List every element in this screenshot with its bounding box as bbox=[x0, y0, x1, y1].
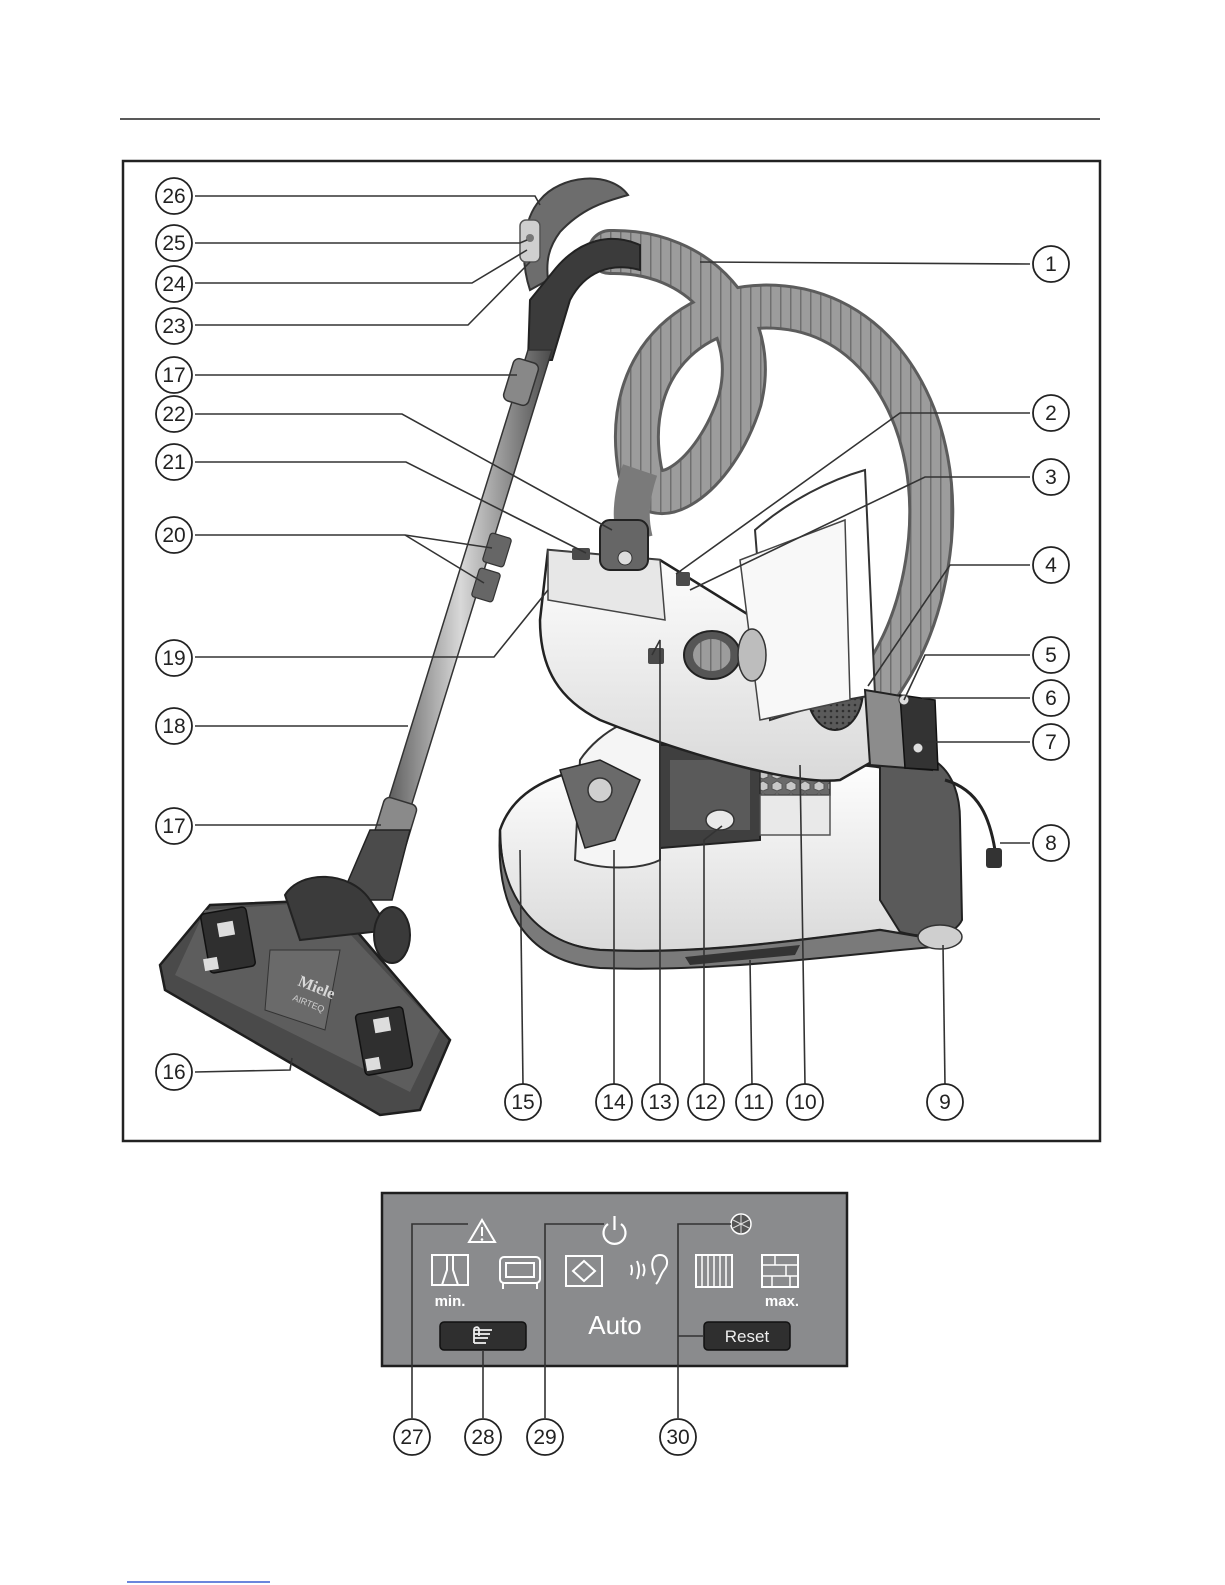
callout-number: 25 bbox=[162, 232, 185, 255]
callout-18: 18 bbox=[156, 708, 192, 744]
callout-number: 28 bbox=[471, 1426, 494, 1449]
callout-number: 30 bbox=[666, 1426, 689, 1449]
callout-number: 9 bbox=[939, 1091, 951, 1114]
floorhead-pedal-right bbox=[355, 1006, 413, 1075]
carpet-icon bbox=[696, 1255, 732, 1287]
callout-number: 15 bbox=[511, 1091, 534, 1114]
callout-number: 17 bbox=[162, 364, 185, 387]
callout-19: 19 bbox=[156, 640, 192, 676]
callout-3: 3 bbox=[1033, 459, 1069, 495]
callout-8: 8 bbox=[1033, 825, 1069, 861]
callout-number: 23 bbox=[162, 315, 185, 338]
callout-10: 10 bbox=[787, 1084, 823, 1120]
callout-27: 27 bbox=[394, 1419, 430, 1455]
callout-number: 26 bbox=[162, 185, 185, 208]
callout-16: 16 bbox=[156, 1054, 192, 1090]
callout-2: 2 bbox=[1033, 395, 1069, 431]
reset-button-label: Reset bbox=[725, 1327, 770, 1346]
callout-number: 18 bbox=[162, 715, 185, 738]
auto-label: Auto bbox=[588, 1310, 642, 1340]
callout-15: 15 bbox=[505, 1084, 541, 1120]
hand-button[interactable] bbox=[440, 1322, 526, 1350]
callout-22: 22 bbox=[156, 396, 192, 432]
callout-number: 10 bbox=[793, 1091, 816, 1114]
callout-21: 21 bbox=[156, 444, 192, 480]
callout-29: 29 bbox=[527, 1419, 563, 1455]
callout-number: 16 bbox=[162, 1061, 185, 1084]
castor-wheel bbox=[918, 925, 962, 949]
callout-number: 4 bbox=[1045, 554, 1057, 577]
min-label: min. bbox=[435, 1293, 466, 1310]
callout-number: 14 bbox=[602, 1091, 626, 1114]
callout-26: 26 bbox=[156, 178, 192, 214]
callout-number: 2 bbox=[1045, 402, 1057, 425]
callout-9: 9 bbox=[927, 1084, 963, 1120]
callout-11: 11 bbox=[736, 1084, 772, 1120]
callout-number: 5 bbox=[1045, 644, 1057, 667]
callout-30: 30 bbox=[660, 1419, 696, 1455]
callout-4: 4 bbox=[1033, 547, 1069, 583]
callout-number: 29 bbox=[533, 1426, 556, 1449]
callout-5: 5 bbox=[1033, 637, 1069, 673]
callout-number: 8 bbox=[1045, 832, 1057, 855]
callout-number: 22 bbox=[162, 403, 185, 426]
callout-number: 27 bbox=[400, 1426, 423, 1449]
callout-number: 3 bbox=[1045, 466, 1057, 489]
callout-number: 1 bbox=[1045, 253, 1057, 276]
callout-14: 14 bbox=[596, 1084, 632, 1120]
callout-20: 20 bbox=[156, 517, 192, 553]
callout-number: 17 bbox=[162, 815, 185, 838]
callout-number: 11 bbox=[743, 1091, 765, 1114]
callout-24: 24 bbox=[156, 266, 192, 302]
callout-number: 19 bbox=[162, 647, 185, 670]
callout-number: 7 bbox=[1045, 731, 1057, 754]
floorhead-pedal-left bbox=[200, 906, 256, 973]
callout-12: 12 bbox=[688, 1084, 724, 1120]
max-label: max. bbox=[765, 1293, 799, 1310]
callout-number: 21 bbox=[162, 451, 185, 474]
callout-13: 13 bbox=[642, 1084, 678, 1120]
callout-1: 1 bbox=[1033, 246, 1069, 282]
callout-7: 7 bbox=[1033, 724, 1069, 760]
callout-17b: 17 bbox=[156, 808, 192, 844]
callout-number: 12 bbox=[694, 1091, 717, 1114]
filter-icon bbox=[731, 1214, 751, 1234]
control-panel: min. max. Aut bbox=[382, 1193, 847, 1418]
callout-23: 23 bbox=[156, 308, 192, 344]
callout-25: 25 bbox=[156, 225, 192, 261]
callout-6: 6 bbox=[1033, 680, 1069, 716]
callout-17a: 17 bbox=[156, 357, 192, 393]
callout-number: 13 bbox=[648, 1091, 671, 1114]
callout-number: 20 bbox=[162, 524, 185, 547]
reset-button[interactable]: Reset bbox=[704, 1322, 790, 1350]
callout-number: 6 bbox=[1045, 687, 1057, 710]
callout-number: 24 bbox=[162, 273, 186, 296]
callout-28: 28 bbox=[465, 1419, 501, 1455]
